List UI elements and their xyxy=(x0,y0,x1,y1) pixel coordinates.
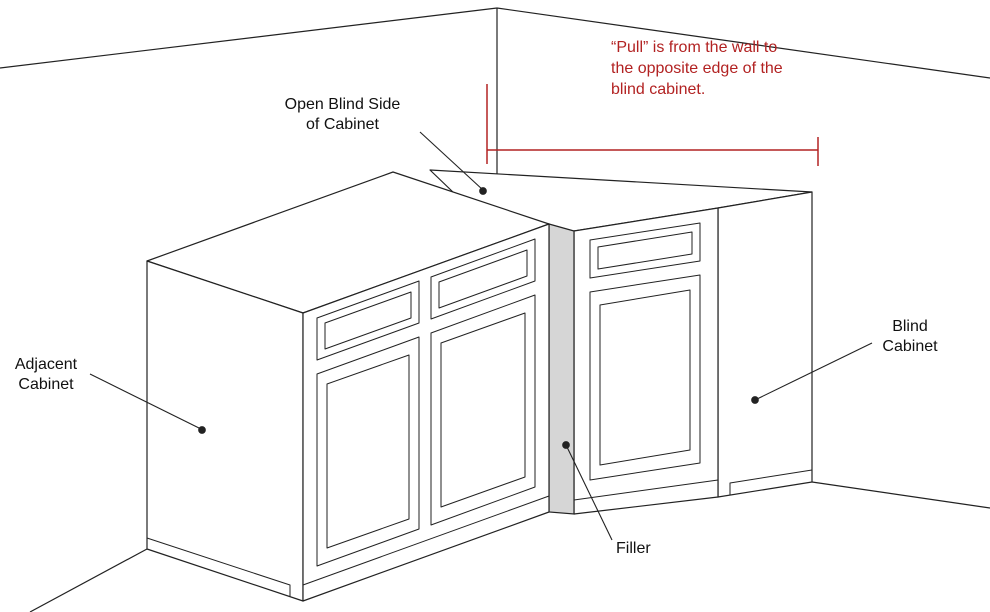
pull-dimension xyxy=(486,84,819,166)
pull-annotation-line2: the opposite edge of the xyxy=(611,60,783,77)
right-floor-line xyxy=(811,481,990,509)
leader-adjacent-cabinet xyxy=(89,373,202,430)
right-wall-top-line xyxy=(496,7,990,79)
label-adjacent-cabinet-line1: Adjacent xyxy=(14,356,78,373)
wall-lines xyxy=(0,7,990,612)
blind-cabinet-right-side xyxy=(717,191,813,498)
label-adjacent-cabinet: Adjacent Cabinet xyxy=(0,355,92,395)
label-blind-cabinet-line1: Blind xyxy=(892,318,928,335)
adjacent-cabinet-left-door-panel xyxy=(326,354,410,549)
left-floor-line xyxy=(29,548,148,612)
pull-annotation-line1: “Pull” is from the wall to xyxy=(611,39,778,56)
adjacent-cabinet-left-drawer-panel xyxy=(324,291,412,350)
adjacent-cabinet-right-door-panel xyxy=(440,312,526,508)
pull-annotation-line3: blind cabinet. xyxy=(611,81,706,98)
adjacent-cabinet-left-side xyxy=(146,260,304,602)
blind-cabinet-side-toe-kick xyxy=(729,469,813,495)
leader-blind-cabinet xyxy=(756,342,873,400)
label-open-blind-side-line2: of Cabinet xyxy=(306,116,379,133)
label-blind-cabinet: Blind Cabinet xyxy=(864,317,956,357)
label-filler: Filler xyxy=(616,539,696,559)
blind-cabinet-toe-kick-line xyxy=(573,479,719,501)
filler-strip xyxy=(548,223,575,515)
label-blind-cabinet-line2: Cabinet xyxy=(882,338,938,355)
label-open-blind-side: Open Blind Side of Cabinet xyxy=(250,95,435,135)
adjacent-cabinet-toe-kick-line xyxy=(302,495,550,586)
leader-dot-filler xyxy=(562,441,570,449)
adjacent-cabinet-side-toe-kick xyxy=(146,537,291,597)
leader-dot-adjacent-cabinet xyxy=(198,426,206,434)
label-adjacent-cabinet-line2: Cabinet xyxy=(18,376,74,393)
leader-dot-blind-cabinet xyxy=(751,396,759,404)
adjacent-cabinet xyxy=(146,171,550,602)
blind-cabinet-drawer-panel xyxy=(597,231,693,270)
leader-open-blind-side xyxy=(419,131,484,191)
label-open-blind-side-line1: Open Blind Side xyxy=(284,96,401,113)
pull-annotation-text: “Pull” is from the wall to the opposite … xyxy=(611,37,861,100)
left-wall-top-line xyxy=(0,7,498,69)
blind-cabinet-door-panel xyxy=(599,289,691,466)
leader-filler xyxy=(566,446,613,541)
leader-dot-open-blind-side xyxy=(479,187,487,195)
label-filler-text: Filler xyxy=(616,540,651,557)
adjacent-cabinet-right-drawer-panel xyxy=(438,249,528,309)
leader-lines xyxy=(89,131,873,541)
